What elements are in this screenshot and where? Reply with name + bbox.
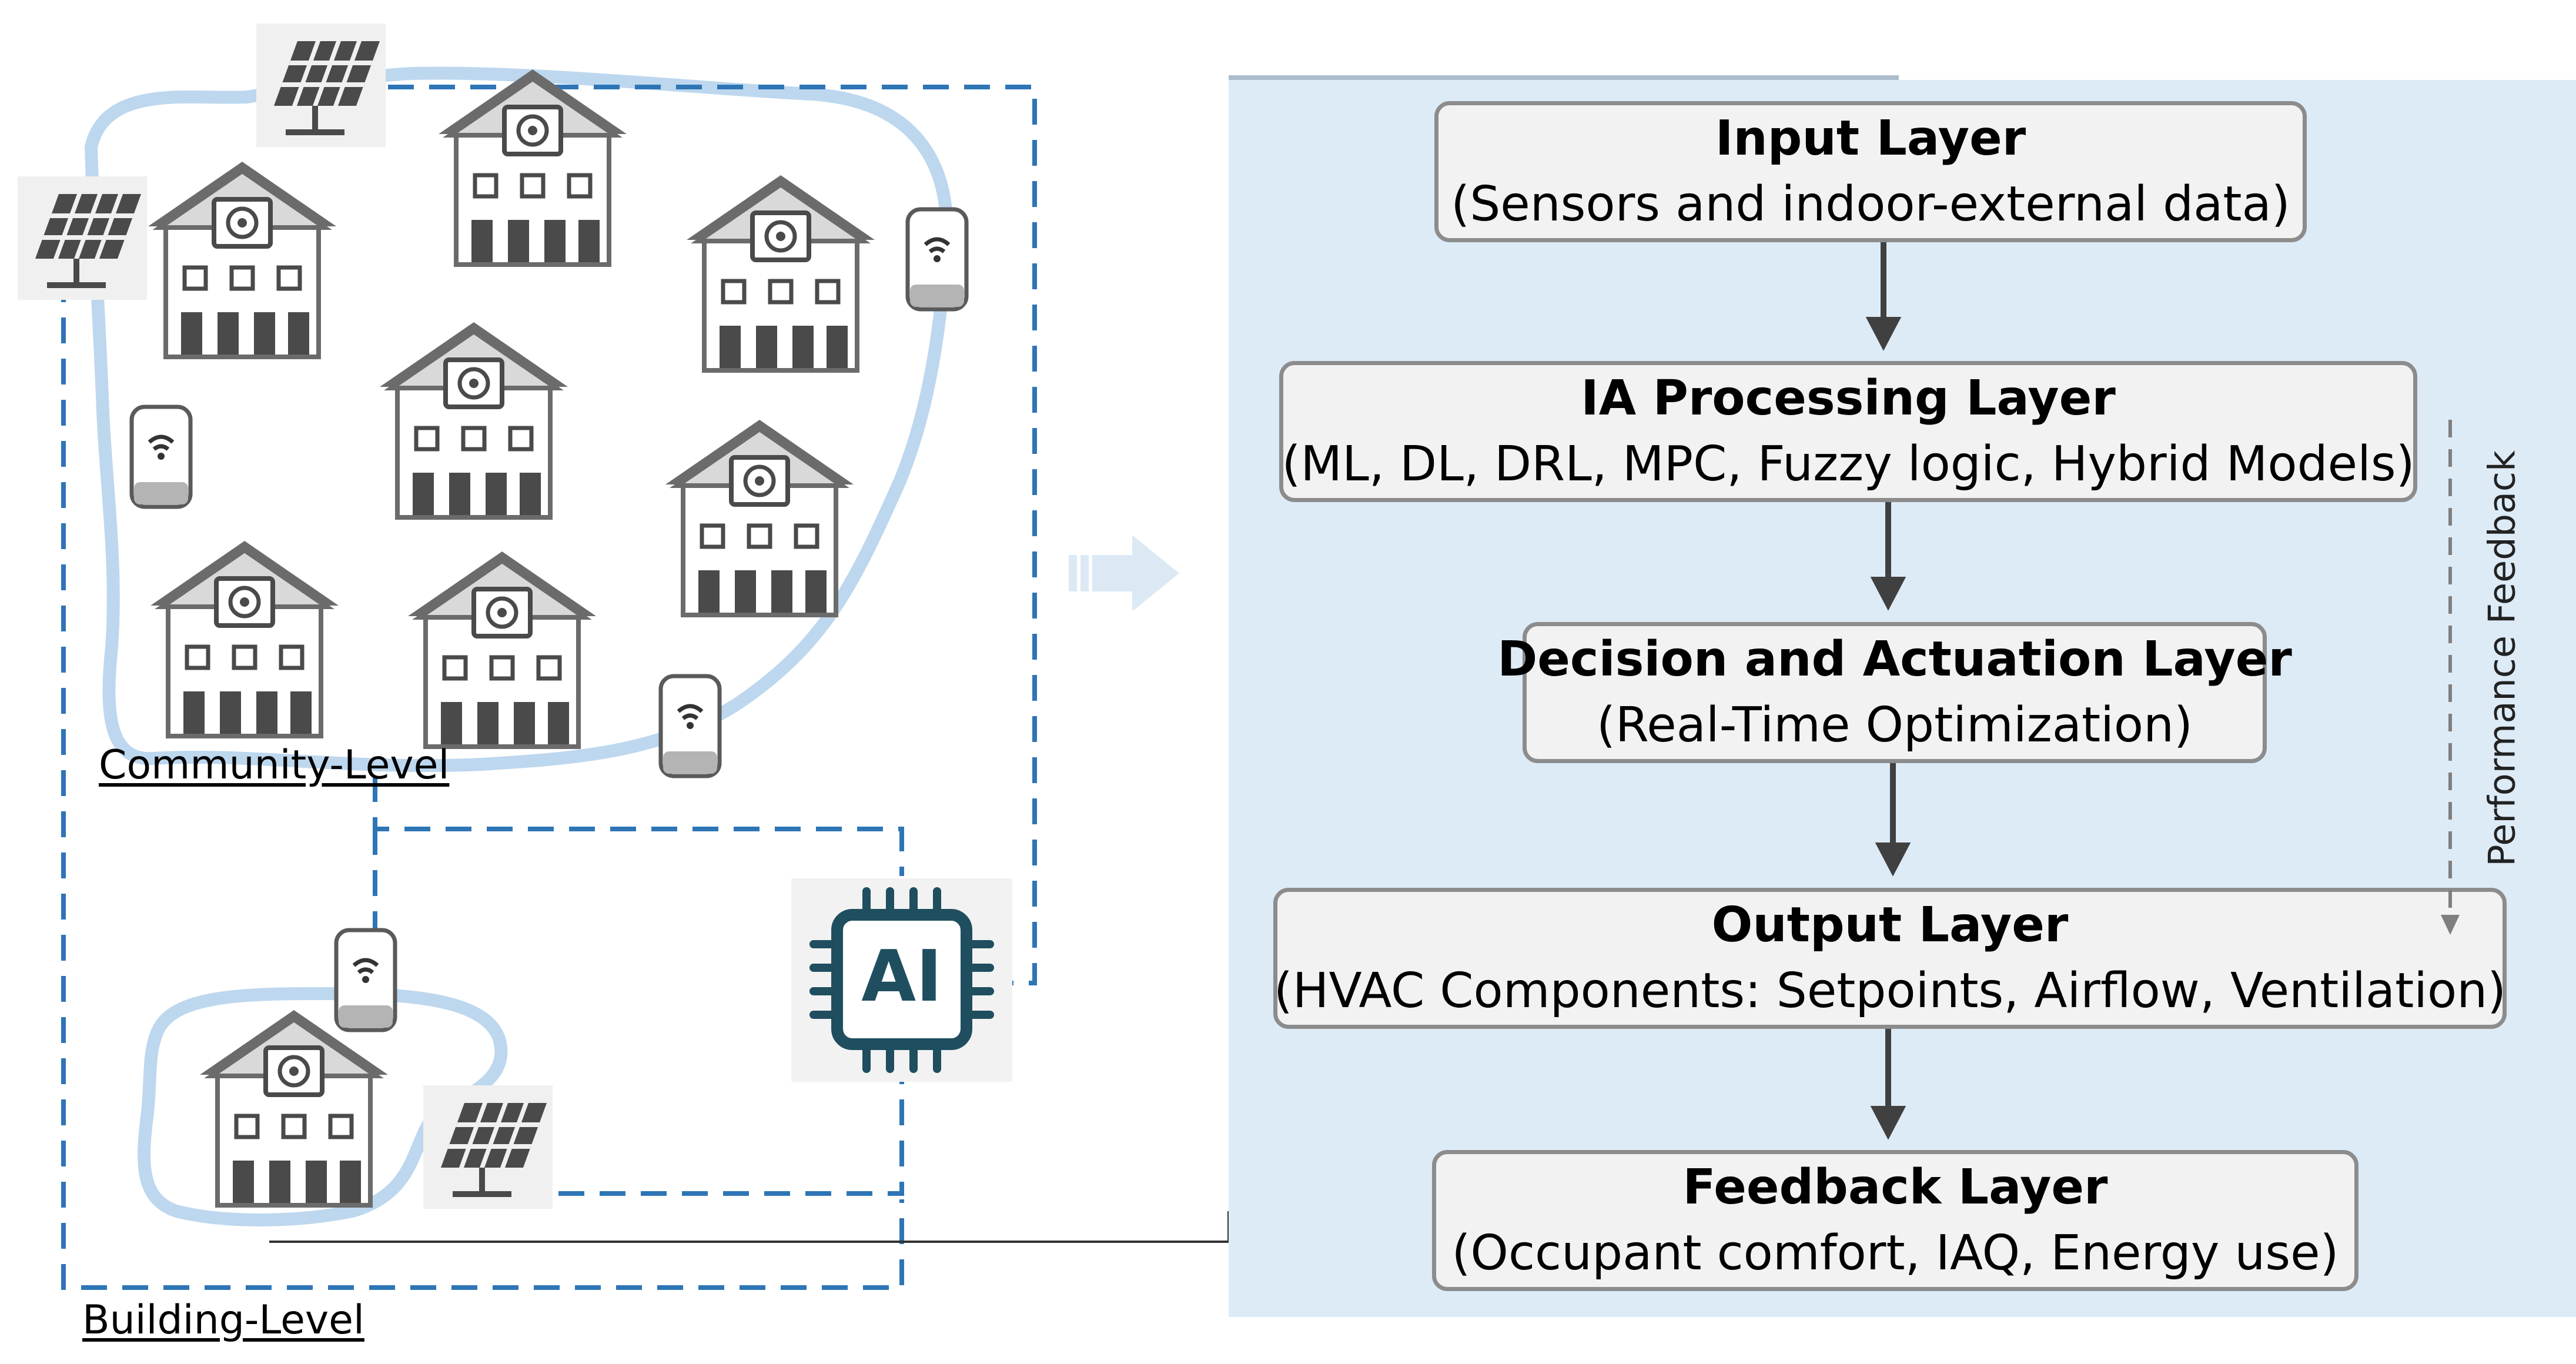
performance-feedback-label: Performance Feedback	[2480, 450, 2524, 867]
building-level-label: Building-Level	[82, 1297, 364, 1343]
flow-arrow-head	[1875, 843, 1911, 877]
input-layer-box: Input Layer (Sensors and indoor-external…	[1434, 101, 2307, 242]
flow-arrow-head	[1865, 317, 1902, 351]
community-level-label: Community-Level	[99, 742, 450, 788]
feedback-layer-box: Feedback Layer (Occupant comfort, IAQ, E…	[1432, 1150, 2358, 1291]
ai-chip-label: AI	[861, 936, 942, 1018]
link-building-solar-to-ai	[435, 1064, 904, 1196]
panel-top-edge	[1229, 75, 1899, 80]
ai-chip-icon: AI	[791, 878, 1012, 1082]
performance-feedback-loop	[2441, 420, 2460, 935]
flow-arrow-head	[1870, 1106, 1906, 1140]
layer-subtitle: (Sensors and indoor-external data)	[1451, 176, 2290, 232]
output-layer-box: Output Layer (HVAC Components: Setpoints…	[1273, 888, 2507, 1029]
layer-title: Input Layer	[1715, 111, 2026, 166]
link-outer-building-level	[61, 276, 904, 1290]
building-boundary	[138, 987, 508, 1226]
layer-title: Output Layer	[1711, 897, 2069, 953]
flow-arrow-head	[1870, 577, 1906, 611]
processing-layer-box: IA Processing Layer (ML, DL, DRL, MPC, F…	[1279, 361, 2417, 502]
layer-title: IA Processing Layer	[1581, 370, 2116, 426]
layer-subtitle: (Occupant comfort, IAQ, Energy use)	[1451, 1225, 2339, 1281]
layer-subtitle: (Real-Time Optimization)	[1596, 697, 2193, 753]
layer-title: Feedback Layer	[1682, 1159, 2108, 1215]
layer-subtitle: (HVAC Components: Setpoints, Airflow, Ve…	[1273, 963, 2507, 1019]
link-solar-to-ai	[388, 85, 1037, 985]
arrow-right-icon	[1069, 535, 1179, 611]
decision-layer-box: Decision and Actuation Layer (Real-Time …	[1497, 622, 2292, 763]
dashed-links	[61, 85, 1037, 1290]
layer-subtitle: (ML, DL, DRL, MPC, Fuzzy logic, Hybrid M…	[1282, 436, 2415, 492]
layer-title: Decision and Actuation Layer	[1497, 631, 2292, 687]
